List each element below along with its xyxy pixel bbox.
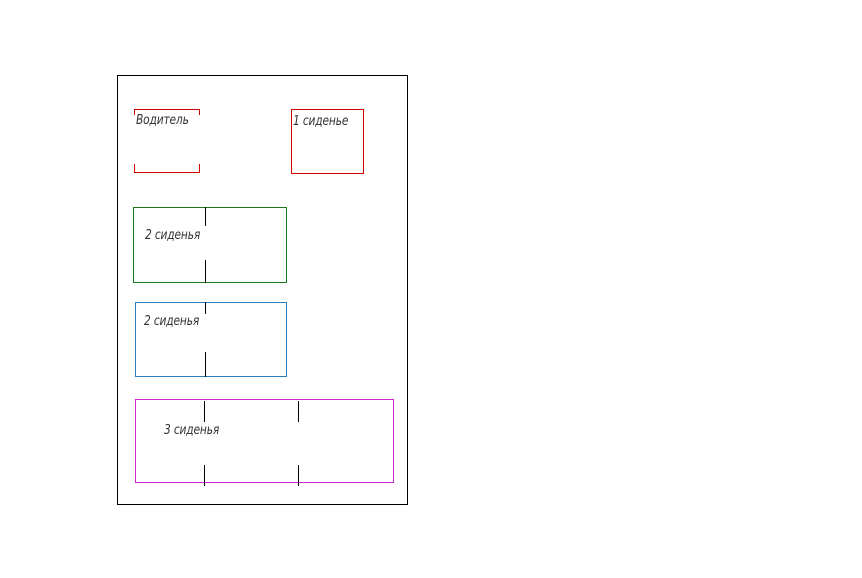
driver-corner-br (199, 164, 200, 173)
double-seat-green: 2 сиденья (133, 207, 287, 283)
triple-seat-label: 3 сиденья (164, 423, 220, 438)
driver-top-edge (134, 109, 200, 110)
double-seat-green-label: 2 сиденья (145, 228, 201, 243)
single-seat: 1 сиденье (291, 109, 364, 174)
driver-corner-bl (134, 164, 135, 173)
driver-corner-tl (134, 109, 135, 115)
double-seat-green-divider-bottom (205, 260, 206, 283)
driver-seat: Водитель (134, 109, 200, 173)
triple-seat-divider-2-bottom (298, 465, 299, 486)
double-seat-blue: 2 сиденья (135, 302, 287, 377)
double-seat-blue-divider-bottom (205, 352, 206, 377)
driver-bottom-edge (134, 172, 200, 173)
triple-seat: 3 сиденья (135, 399, 394, 483)
triple-seat-divider-2-top (298, 401, 299, 422)
single-seat-label: 1 сиденье (293, 114, 349, 129)
triple-seat-divider-1-bottom (204, 465, 205, 486)
double-seat-blue-divider-top (205, 302, 206, 314)
vehicle-outline (117, 75, 408, 505)
triple-seat-divider-1-top (204, 401, 205, 422)
driver-seat-label: Водитель (136, 113, 189, 128)
driver-corner-tr (199, 109, 200, 115)
double-seat-blue-label: 2 сиденья (144, 314, 200, 329)
double-seat-green-divider-top (205, 207, 206, 226)
